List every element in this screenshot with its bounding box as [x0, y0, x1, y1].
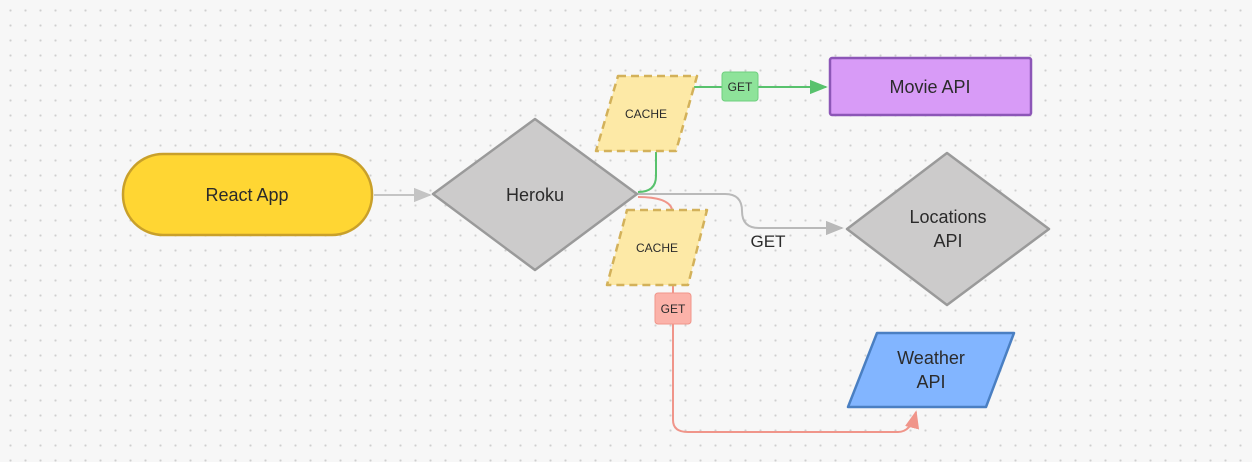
react-app-shape: [121, 152, 374, 237]
weather-api-label-line2: API: [916, 372, 945, 392]
cache-bottom-shape: [605, 208, 709, 287]
cache-top-shape: [594, 74, 699, 153]
cache-top-label: CACHE: [625, 107, 667, 121]
edge-heroku-to-cache-top: [637, 152, 657, 193]
node-weather-api[interactable]: Weather API: [846, 331, 1016, 409]
react-app-label: React App: [205, 185, 288, 205]
get-movie-label: GET: [728, 80, 753, 94]
weather-api-shape: [846, 331, 1016, 409]
get-weather-label: GET: [661, 302, 686, 316]
edge-label-get-weather: GET: [654, 292, 692, 325]
edge-label-get-locations: GET: [751, 232, 786, 251]
get-locations-label: GET: [751, 232, 786, 251]
movie-api-label: Movie API: [889, 77, 970, 97]
get-weather-badge: [654, 292, 692, 325]
edge-heroku-to-locations: [638, 193, 844, 236]
cache-bottom-label: CACHE: [636, 241, 678, 255]
node-locations-api[interactable]: Locations API: [845, 151, 1051, 307]
movie-api-shape: [828, 56, 1033, 117]
locations-api-shape: [845, 151, 1051, 307]
node-react-app[interactable]: React App: [121, 152, 374, 237]
heroku-shape: [431, 117, 639, 272]
edge-heroku-to-cache-bottom: [637, 196, 673, 210]
node-cache-top[interactable]: CACHE: [594, 74, 699, 153]
locations-api-label-line2: API: [933, 231, 962, 251]
weather-api-label-line1: Weather: [897, 348, 965, 368]
edge-cache-bottom-to-weather: [672, 285, 916, 433]
locations-api-label-line1: Locations: [909, 207, 986, 227]
node-cache-bottom[interactable]: CACHE: [605, 208, 709, 287]
node-heroku[interactable]: Heroku: [431, 117, 639, 272]
edge-label-get-movie: GET: [721, 71, 759, 102]
heroku-label: Heroku: [506, 185, 564, 205]
node-movie-api[interactable]: Movie API: [828, 56, 1033, 117]
get-movie-badge: [721, 71, 759, 102]
